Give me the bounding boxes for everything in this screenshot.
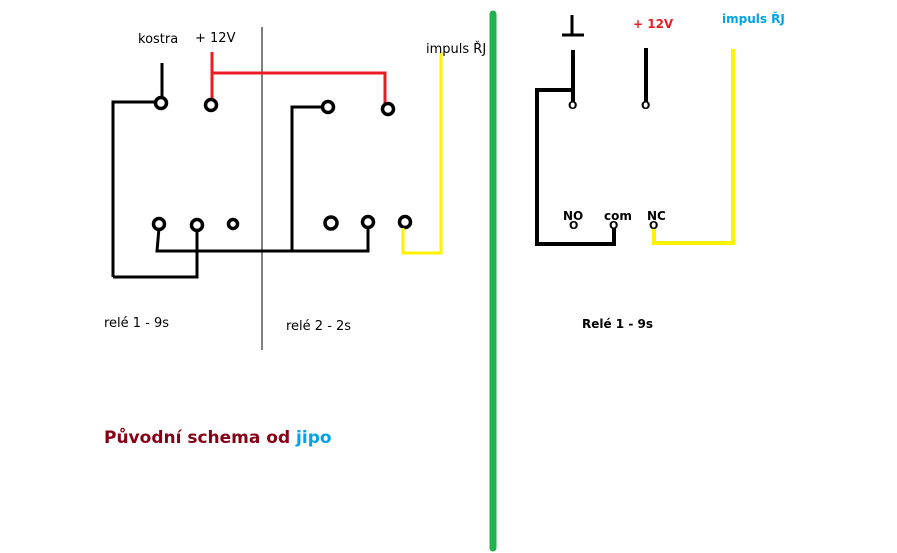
com-label: com (604, 209, 632, 223)
com-terminal: O (609, 219, 619, 232)
right-ground-terminal: O (568, 99, 578, 112)
relay1-terminal-12v (203, 97, 219, 113)
relay1-outer-wire (111, 100, 158, 277)
nc-terminal: O (649, 219, 659, 232)
relay1-terminal-c (226, 217, 240, 231)
diagram-title: Původní schema od jipo (104, 428, 332, 448)
relay1-terminal-a (151, 216, 167, 232)
plus12v-label: + 12V (195, 31, 236, 46)
plus12v-bridge-wire (212, 71, 387, 108)
relay2-terminal-top-right (380, 101, 396, 117)
right-impulse-wire (652, 49, 735, 245)
right-plus12v-label: + 12V (633, 17, 674, 31)
relay2-terminal-top-left (320, 99, 336, 115)
right-12v-terminal: O (641, 99, 651, 112)
relay2-terminal-b (360, 214, 376, 230)
nc-label: NC (647, 209, 666, 223)
relay2-bottom-wire (292, 226, 370, 253)
right-impulse-label: impuls ŘJ (722, 12, 785, 26)
relay1-terminal-b (189, 217, 205, 233)
relay2-label: relé 2 - 2s (286, 319, 352, 334)
impulse-wire (401, 52, 443, 255)
relay2-terminal-c (397, 214, 413, 230)
ground-label: kostra (138, 32, 179, 47)
no-terminal: O (569, 219, 579, 232)
impulse-label: impuls ŘJ (426, 42, 487, 57)
no-label: NO (563, 209, 584, 223)
relay1-terminal-ground (153, 95, 169, 111)
relay1-bottom-loop-wire (113, 228, 199, 279)
relay2-outer-wire (290, 105, 325, 251)
relay1-common-wire (155, 227, 292, 253)
relay1-label: relé 1 - 9s (104, 316, 170, 331)
title-author: jipo (296, 428, 332, 448)
relay2-terminal-a (323, 215, 339, 231)
right-relay-label: Relé 1 - 9s (582, 317, 653, 331)
title-text: Původní schema od (104, 428, 291, 448)
right-no-com-wire (535, 88, 616, 246)
